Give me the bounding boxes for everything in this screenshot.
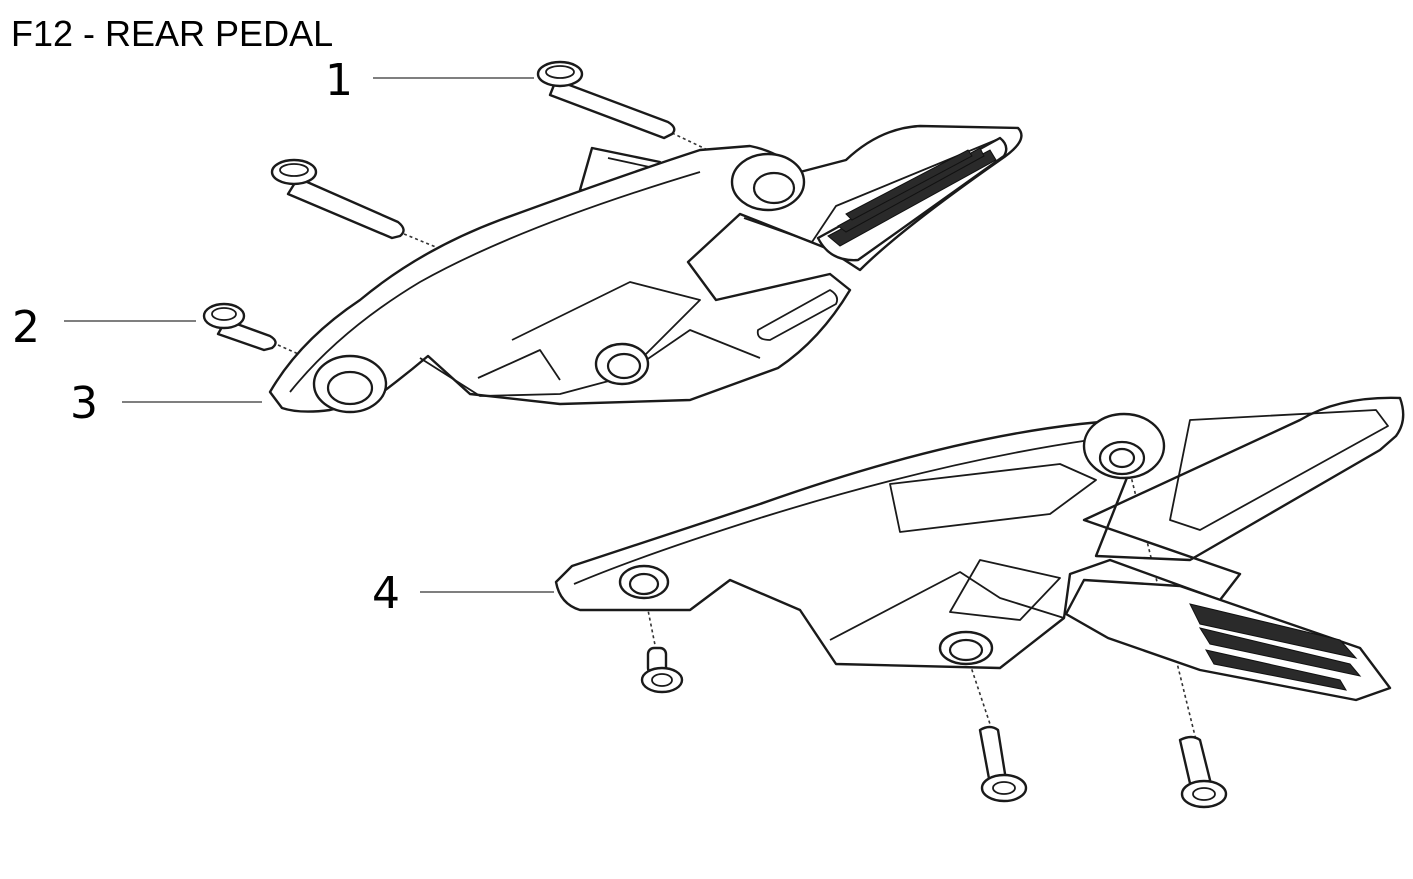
bolt-lower-right xyxy=(1178,735,1228,809)
bolt-lower-left xyxy=(640,646,684,694)
bolt-2 xyxy=(202,302,277,352)
bracket-4 xyxy=(554,396,1405,702)
callout-3: 3 xyxy=(70,378,262,429)
bracket-3 xyxy=(268,124,1023,414)
diagram-title: F12 - REAR PEDAL xyxy=(11,13,334,54)
bolt-1 xyxy=(536,60,676,140)
callout-1: 1 xyxy=(325,55,534,106)
callout-2: 2 xyxy=(12,302,196,353)
callout-number-2: 2 xyxy=(12,302,40,353)
callout-4: 4 xyxy=(372,568,554,619)
bolt-lower-middle xyxy=(978,725,1028,803)
callout-number-3: 3 xyxy=(70,378,98,429)
callout-number-4: 4 xyxy=(372,568,400,619)
callout-number-1: 1 xyxy=(325,55,353,106)
tread-pattern-lower xyxy=(1189,603,1362,691)
bolt-long xyxy=(270,158,405,240)
tread-pattern-upper xyxy=(827,147,997,247)
